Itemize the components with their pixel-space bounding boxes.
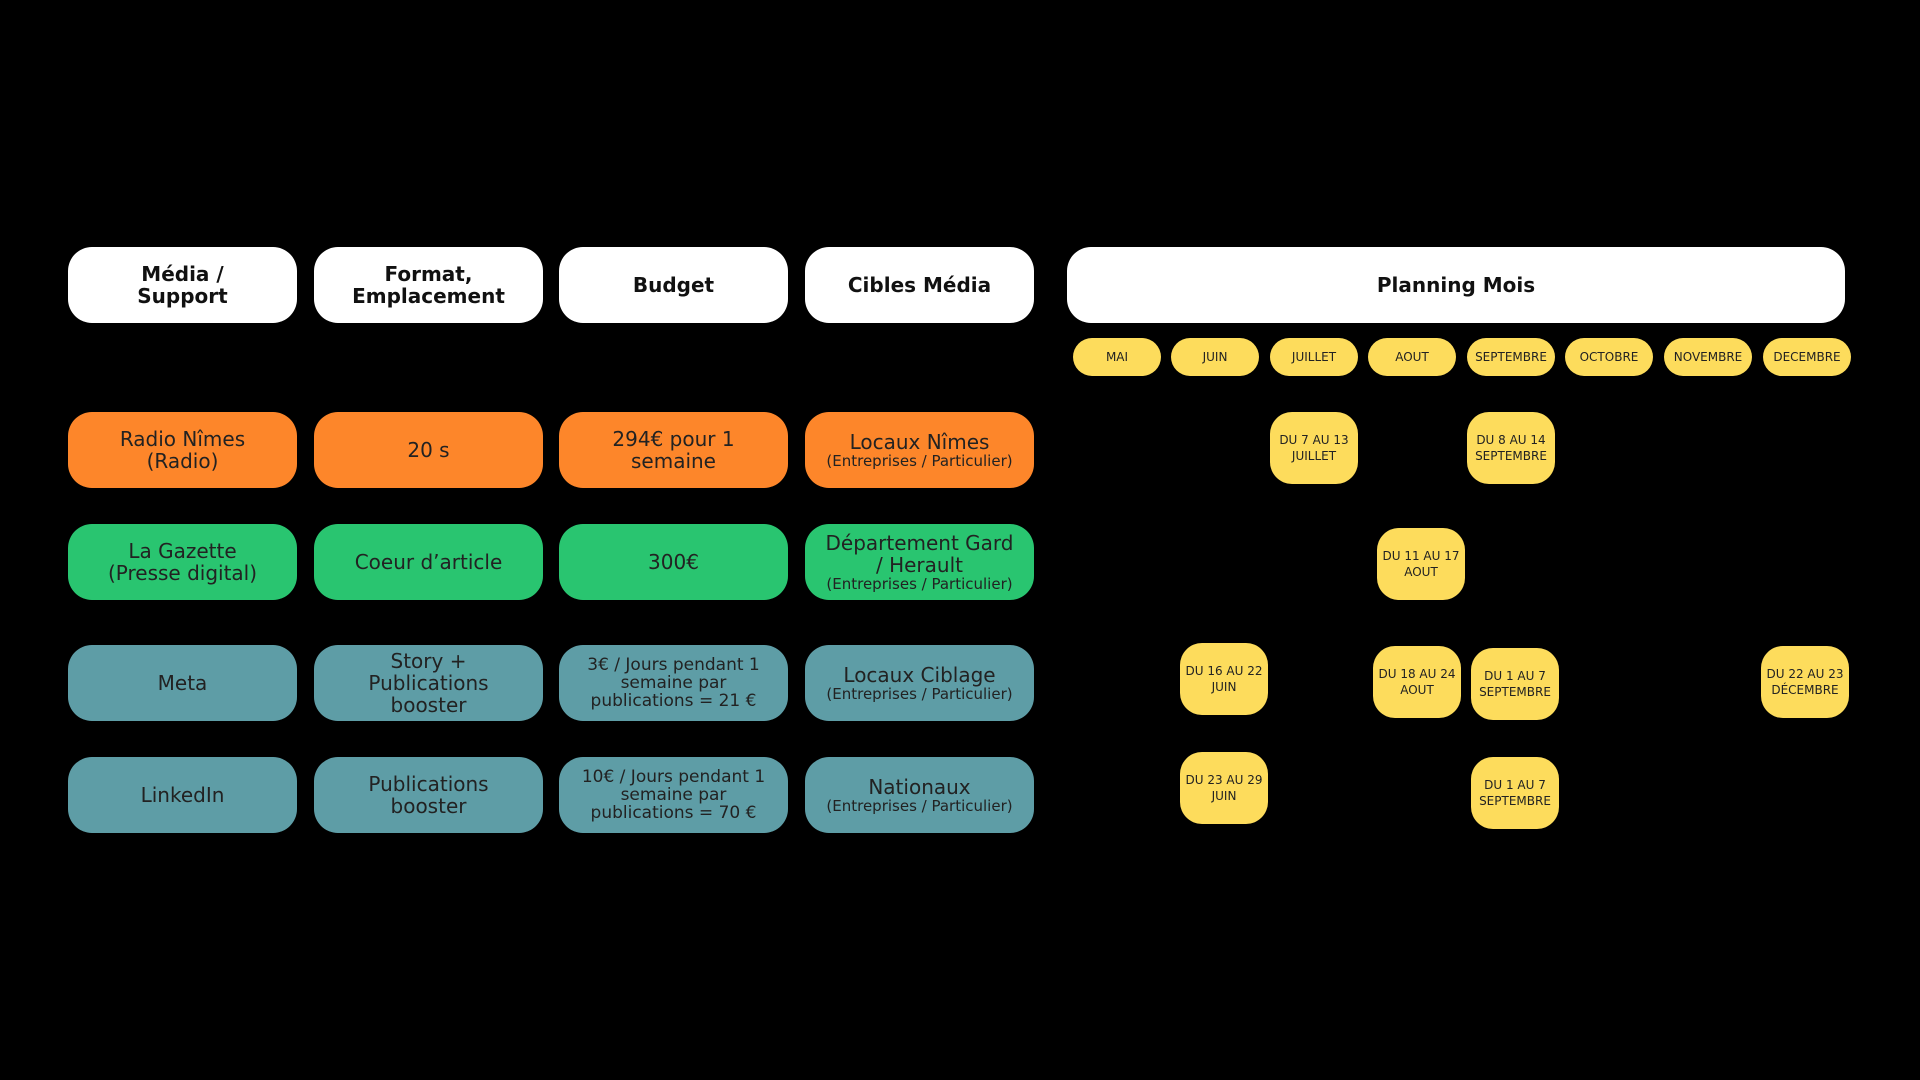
row-meta-format-text: Story + Publications booster (368, 649, 489, 717)
row-gazette-cible-sub: (Entreprises / Particulier) (826, 574, 1013, 593)
slot-date: DU 11 AU 17 (1382, 549, 1460, 563)
row-linkedin-budget: 10€ / Jours pendant 1 semaine par public… (559, 757, 788, 833)
header-planning: Planning Mois (1067, 247, 1845, 323)
header-budget-label: Budget (632, 273, 715, 297)
slot-radio-septembre: DU 8 AU 14 SEPTEMBRE (1467, 412, 1555, 484)
slot-meta-septembre: DU 1 AU 7 SEPTEMBRE (1471, 648, 1559, 720)
slot-month: SEPTEMBRE (1479, 685, 1551, 699)
row-radio-budget: 294€ pour 1 semaine (559, 412, 788, 488)
month-juin: JUIN (1171, 338, 1259, 376)
row-meta-budget: 3€ / Jours pendant 1 semaine par publica… (559, 645, 788, 721)
header-budget: Budget (559, 247, 788, 323)
slot-date: DU 1 AU 7 (1484, 778, 1546, 792)
row-linkedin-cible: Nationaux (Entreprises / Particulier) (805, 757, 1034, 833)
month-mai: MAI (1073, 338, 1161, 376)
header-media-support: Média / Support (68, 247, 297, 323)
slot-month: SEPTEMBRE (1479, 794, 1551, 808)
slot-month: DÉCEMBRE (1771, 683, 1839, 697)
row-gazette-format-text: Coeur d’article (354, 550, 503, 574)
month-juillet: JUILLET (1270, 338, 1358, 376)
row-meta-cible-main: Locaux Ciblage (843, 662, 996, 687)
row-radio-format-text: 20 s (407, 438, 450, 462)
row-radio-budget-text: 294€ pour 1 semaine (612, 427, 735, 473)
slot-month: JUILLET (1291, 449, 1337, 463)
slot-month: SEPTEMBRE (1475, 449, 1547, 463)
row-meta-cible: Locaux Ciblage (Entreprises / Particulie… (805, 645, 1034, 721)
row-gazette-media: La Gazette (Presse digital) (68, 524, 297, 600)
row-gazette-media-text: La Gazette (Presse digital) (107, 539, 258, 585)
slot-radio-juillet: DU 7 AU 13 JUILLET (1270, 412, 1358, 484)
slot-date: DU 22 AU 23 (1766, 667, 1844, 681)
row-gazette-cible-main: Département Gard / Herault (825, 530, 1014, 577)
row-radio-cible-sub: (Entreprises / Particulier) (826, 451, 1013, 470)
slot-date: DU 8 AU 14 (1476, 433, 1546, 447)
row-linkedin-cible-main: Nationaux (868, 774, 971, 799)
slot-linkedin-septembre: DU 1 AU 7 SEPTEMBRE (1471, 757, 1559, 829)
row-gazette-cible: Département Gard / Herault (Entreprises … (805, 524, 1034, 600)
month-septembre: SEPTEMBRE (1467, 338, 1555, 376)
slot-meta-juin: DU 16 AU 22 JUIN (1180, 643, 1268, 715)
row-meta-media-text: Meta (157, 671, 208, 695)
month-aout: AOUT (1368, 338, 1456, 376)
row-linkedin-media-text: LinkedIn (140, 783, 225, 807)
slot-meta-aout: DU 18 AU 24 AOUT (1373, 646, 1461, 718)
header-cibles-label: Cibles Média (847, 273, 992, 297)
slot-date: DU 23 AU 29 (1185, 773, 1263, 787)
row-gazette-budget-text: 300€ (648, 550, 699, 574)
row-gazette-budget: 300€ (559, 524, 788, 600)
row-linkedin-media: LinkedIn (68, 757, 297, 833)
row-radio-media-text: Radio Nîmes (Radio) (119, 427, 246, 473)
month-decembre: DECEMBRE (1763, 338, 1851, 376)
month-octobre: OCTOBRE (1565, 338, 1653, 376)
header-cibles: Cibles Média (805, 247, 1034, 323)
row-meta-budget-text: 3€ / Jours pendant 1 semaine par publica… (587, 655, 760, 711)
row-linkedin-format: Publications booster (314, 757, 543, 833)
slot-month: AOUT (1400, 683, 1434, 697)
row-linkedin-budget-text: 10€ / Jours pendant 1 semaine par public… (581, 767, 766, 823)
header-media-line2: Support (137, 284, 228, 308)
row-meta-cible-sub: (Entreprises / Particulier) (826, 684, 1013, 703)
row-radio-cible-main: Locaux Nîmes (849, 429, 990, 454)
slot-meta-decembre: DU 22 AU 23 DÉCEMBRE (1761, 646, 1849, 718)
slot-month: JUIN (1211, 789, 1237, 803)
slot-month: JUIN (1211, 680, 1237, 694)
slot-date: DU 7 AU 13 (1279, 433, 1349, 447)
row-radio-media: Radio Nîmes (Radio) (68, 412, 297, 488)
row-linkedin-cible-sub: (Entreprises / Particulier) (826, 796, 1013, 815)
slot-month: AOUT (1404, 565, 1438, 579)
slot-date: DU 16 AU 22 (1185, 664, 1263, 678)
header-format: Format, Emplacement (314, 247, 543, 323)
row-gazette-format: Coeur d’article (314, 524, 543, 600)
slot-gazette-aout: DU 11 AU 17 AOUT (1377, 528, 1465, 600)
header-format-line2: Emplacement (352, 284, 505, 308)
row-meta-media: Meta (68, 645, 297, 721)
slot-linkedin-juin: DU 23 AU 29 JUIN (1180, 752, 1268, 824)
slot-date: DU 1 AU 7 (1484, 669, 1546, 683)
header-media-line1: Média / (141, 262, 224, 286)
header-planning-label: Planning Mois (1376, 273, 1536, 297)
row-radio-format: 20 s (314, 412, 543, 488)
row-linkedin-format-text: Publications booster (368, 772, 489, 818)
header-format-line1: Format, (384, 262, 473, 286)
row-meta-format: Story + Publications booster (314, 645, 543, 721)
slot-date: DU 18 AU 24 (1378, 667, 1456, 681)
month-novembre: NOVEMBRE (1664, 338, 1752, 376)
row-radio-cible: Locaux Nîmes (Entreprises / Particulier) (805, 412, 1034, 488)
